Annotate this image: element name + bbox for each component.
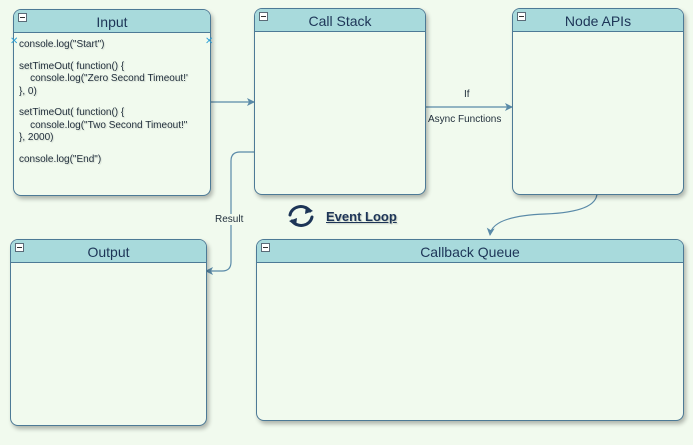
code-line: }, 0)	[19, 85, 37, 97]
node-apis-panel[interactable]: Node APIs	[512, 8, 684, 195]
edge-label-if: If	[464, 89, 470, 100]
call-stack-panel[interactable]: Call Stack	[254, 8, 426, 195]
node-apis-panel-title: Node APIs	[564, 13, 632, 29]
code-line: console.log("Zero Second Timeout!'	[19, 73, 188, 84]
input-panel-header: Input	[14, 10, 210, 33]
callback-queue-panel-title: Callback Queue	[420, 244, 520, 260]
collapse-icon[interactable]	[15, 243, 24, 252]
selection-handle-icon[interactable]: ✕	[205, 36, 214, 47]
callback-queue-panel-header: Callback Queue	[257, 240, 683, 263]
event-loop[interactable]: Event Loop	[284, 202, 397, 230]
input-panel-title: Input	[96, 14, 128, 30]
edge-label-result: Result	[215, 214, 244, 225]
arrow-callstack-to-output	[205, 151, 254, 275]
event-loop-link[interactable]: Event Loop	[326, 208, 397, 224]
arrow-nodeapis-to-queue	[486, 192, 598, 236]
refresh-icon	[288, 205, 314, 227]
collapse-icon[interactable]	[517, 12, 526, 21]
code-line: console.log("Start")	[19, 39, 105, 50]
output-panel[interactable]: Output	[10, 239, 207, 426]
selection-handle-icon[interactable]: ✕	[10, 36, 19, 47]
code-line: console.log("Two Second Timeout!"	[19, 119, 188, 131]
callback-queue-panel[interactable]: Callback Queue	[256, 239, 684, 421]
code-line: setTimeOut( function() {	[19, 60, 125, 72]
call-stack-panel-header: Call Stack	[255, 9, 425, 32]
output-panel-header: Output	[11, 240, 206, 263]
collapse-icon[interactable]	[261, 243, 270, 252]
code-line: setTimeOut( function() {	[19, 107, 125, 118]
code-line: }, 2000)	[19, 132, 54, 143]
collapse-icon[interactable]	[18, 13, 27, 22]
call-stack-panel-title: Call Stack	[308, 13, 372, 29]
input-panel[interactable]: Input console.log("Start") setTimeOut( f…	[13, 9, 211, 196]
edge-label-async-functions: Async Functions	[428, 114, 502, 125]
code-line: console.log("End")	[19, 153, 102, 165]
output-panel-title: Output	[87, 244, 130, 260]
collapse-icon[interactable]	[259, 12, 268, 21]
node-apis-panel-header: Node APIs	[513, 9, 683, 32]
input-code-block[interactable]: console.log("Start") setTimeOut( functio…	[19, 39, 209, 166]
